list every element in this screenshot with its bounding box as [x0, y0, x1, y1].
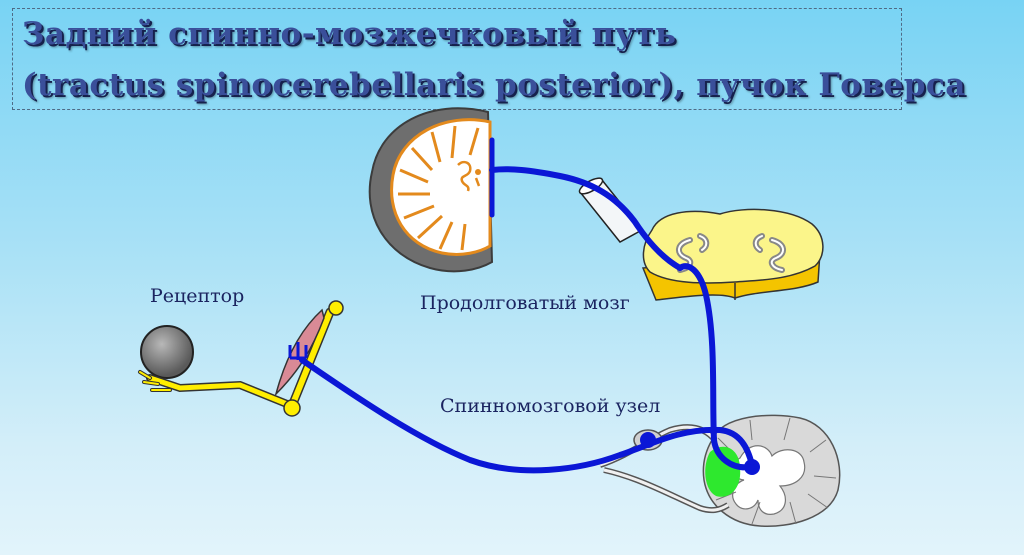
label-receptor: Рецептор [150, 285, 245, 307]
diagram-title-line-1: Задний спинно-мозжечковый путь [22, 16, 677, 52]
medulla-oblongata [641, 208, 824, 301]
ganglion-cells-green [705, 446, 741, 497]
muscle [274, 308, 325, 397]
spinal-cord-section [702, 414, 841, 527]
cerebellum [368, 107, 494, 273]
pathway-neuron-chain [288, 137, 760, 475]
receptor-limb [138, 300, 344, 417]
cerebellar-folia [398, 125, 480, 251]
ganglion-neuron-body [640, 432, 656, 448]
label-medulla-oblongata: Продолговатый мозг [420, 292, 630, 314]
receptor-nerve-ending [288, 342, 308, 360]
receptor-object-sphere [140, 325, 194, 379]
label-spinal-ganglion: Спинномозговой узел [440, 395, 661, 417]
diagram-title-line-2: (tractus spinocerebellaris posterior), п… [22, 67, 966, 103]
